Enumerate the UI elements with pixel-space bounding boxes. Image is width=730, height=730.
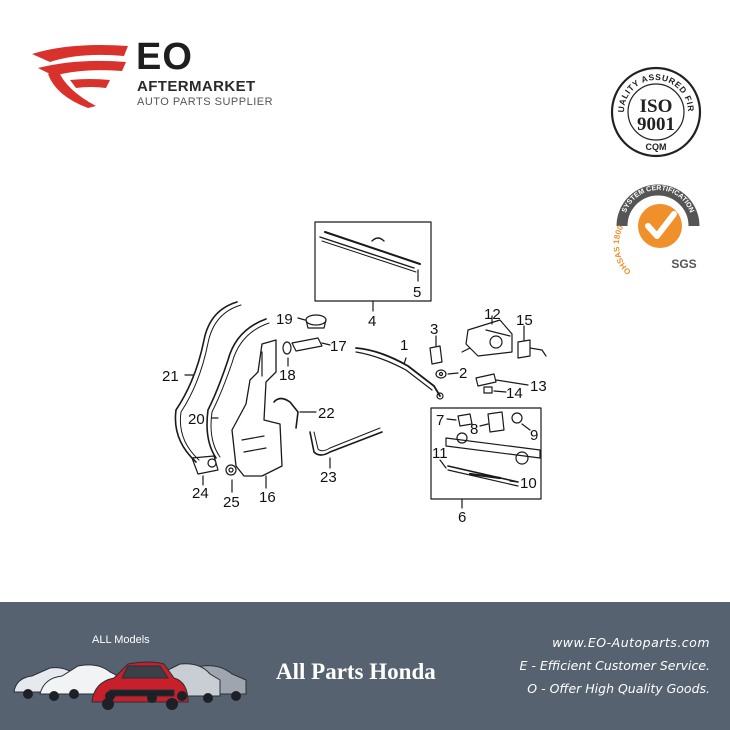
callout-16: 16 bbox=[259, 489, 276, 506]
bushing-7 bbox=[457, 413, 473, 427]
arm-nut bbox=[435, 369, 447, 379]
washer-hose-21 bbox=[174, 301, 238, 463]
wiper-linkage bbox=[445, 432, 541, 487]
footer-banner: ALL Models All Parts Honda www.EO-Autopa… bbox=[0, 602, 730, 730]
iso-bottom-text: CQM bbox=[646, 142, 667, 152]
callout-25: 25 bbox=[223, 494, 240, 511]
bolt-14 bbox=[483, 386, 493, 394]
iso-line2: 9001 bbox=[637, 114, 675, 135]
callout-20: 20 bbox=[188, 411, 205, 428]
callout-14: 14 bbox=[506, 385, 523, 402]
callout-24: 24 bbox=[192, 485, 209, 502]
iso-line1: ISO bbox=[640, 96, 673, 117]
iso-9001-badge-icon: QUALITY ASSURED FIRM ISO 9001 CQM bbox=[610, 66, 702, 158]
linkage-box bbox=[430, 407, 542, 500]
nut-9 bbox=[511, 412, 523, 424]
callout-9: 9 bbox=[530, 427, 538, 444]
parts-diagram: 1 2 3 4 5 6 7 8 9 10 11 12 13 14 15 16 1… bbox=[162, 221, 547, 526]
callout-17: 17 bbox=[330, 338, 347, 355]
callout-10: 10 bbox=[520, 475, 537, 492]
washer-hose-20 bbox=[206, 318, 267, 459]
callout-18: 18 bbox=[279, 367, 296, 384]
callout-3: 3 bbox=[430, 321, 438, 338]
callout-12: 12 bbox=[484, 306, 501, 323]
hose-22 bbox=[273, 397, 299, 429]
sgs-mark-text: SGS bbox=[671, 257, 696, 271]
all-models-label: ALL Models bbox=[92, 634, 150, 646]
callout-1: 1 bbox=[400, 337, 408, 354]
car-lineup-icon bbox=[13, 661, 247, 710]
pivot-8 bbox=[487, 411, 505, 433]
callout-19: 19 bbox=[276, 311, 293, 328]
wiper-blade bbox=[319, 231, 421, 273]
slogan-quality: O - Offer High Quality Goods. bbox=[527, 681, 710, 696]
tagline: All Parts Honda bbox=[276, 659, 436, 684]
callout-8: 8 bbox=[470, 421, 478, 438]
callout-21: 21 bbox=[162, 368, 179, 385]
reservoir-cap bbox=[305, 314, 327, 326]
brand-name: EO bbox=[136, 36, 193, 78]
callout-7: 7 bbox=[436, 412, 444, 429]
callout-4: 4 bbox=[368, 313, 376, 330]
washer-reservoir bbox=[231, 339, 283, 477]
wiper-motor bbox=[461, 319, 513, 357]
callout-15: 15 bbox=[516, 312, 533, 329]
eo-logo-icon bbox=[32, 45, 128, 108]
seal-ring bbox=[282, 341, 292, 355]
callout-5: 5 bbox=[413, 284, 421, 301]
sgs-ohsas-badge-icon: SYSTEM CERTIFICATION OHSAS 18001 SGS bbox=[612, 180, 700, 276]
motor-connector bbox=[517, 339, 531, 359]
website-link[interactable]: www.EO-Autoparts.com bbox=[552, 635, 710, 650]
wiper-arm bbox=[355, 347, 441, 397]
callout-13: 13 bbox=[530, 378, 547, 395]
filler-neck bbox=[291, 337, 323, 352]
brand-line: AFTERMARKET bbox=[137, 78, 256, 95]
callout-11: 11 bbox=[432, 445, 448, 462]
bolt-13 bbox=[475, 373, 497, 387]
callout-2: 2 bbox=[459, 365, 467, 382]
slogan-efficient: E - Efficient Customer Service. bbox=[519, 658, 710, 673]
grommet bbox=[225, 464, 237, 476]
washer-pump bbox=[191, 455, 219, 475]
pivot-cap bbox=[429, 345, 443, 365]
callout-22: 22 bbox=[318, 405, 335, 422]
hose-23 bbox=[309, 431, 383, 456]
brand-subtitle: AUTO PARTS SUPPLIER bbox=[137, 96, 274, 108]
callout-6: 6 bbox=[458, 509, 466, 526]
callout-23: 23 bbox=[320, 469, 337, 486]
